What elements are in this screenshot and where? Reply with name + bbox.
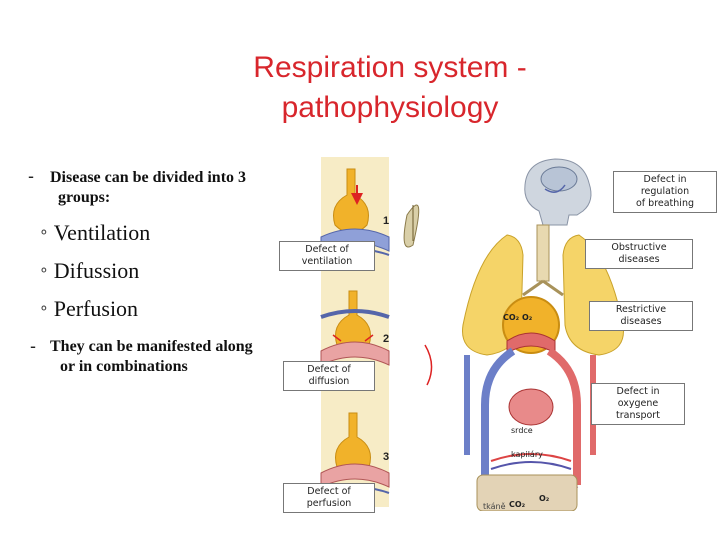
bullet-perfusion: ⚬ Perfusion: [38, 296, 138, 322]
intro-line-1: Disease can be divided into 3: [50, 169, 247, 186]
bullet-label: Perfusion: [53, 296, 139, 321]
bronchus-cartilage: [403, 204, 420, 248]
title-text: Respiration system - pathophysiology: [190, 48, 590, 128]
panel-number-1: 1: [383, 215, 390, 227]
respiration-diagram: CO₂ O₂ srdce kapiláry O₂ CO₂ tkáně: [277, 155, 693, 512]
label-ventilation: Defect of ventilation: [279, 241, 375, 271]
bullet-label: Ventilation: [53, 220, 151, 245]
heart-icon: [508, 388, 554, 426]
o2-label: O₂: [539, 494, 550, 503]
label-diffusion: Defect of diffusion: [283, 361, 375, 391]
outro-dash: -: [30, 336, 36, 356]
artery-right: [546, 347, 581, 485]
central-alveolus: CO₂ O₂: [502, 296, 560, 354]
co2-o2-label: CO₂ O₂: [503, 313, 533, 322]
bullet-label: Difussion: [53, 258, 140, 283]
head-illustration: [524, 158, 592, 226]
label-regulation: Defect in regulation of breathing: [613, 171, 717, 213]
bullet-icon: ⚬: [38, 263, 50, 279]
outro-line-1: They can be manifested along: [50, 338, 253, 355]
bullet-difussion: ⚬ Difussion: [38, 258, 139, 284]
panel-number-3: 3: [383, 451, 390, 463]
outro-text: They can be manifested along or in combi…: [50, 337, 253, 377]
label-oxygene-line-2: transport: [616, 410, 660, 421]
label-regulation-line-2: of breathing: [635, 198, 694, 209]
bullet-ventilation: ⚬ Ventilation: [38, 220, 150, 246]
outro-line-2: or in combinations: [60, 358, 188, 375]
vein-left: [481, 347, 516, 485]
panel-number-2: 2: [383, 333, 390, 345]
intro-dash: -: [28, 166, 34, 186]
co2-label: CO₂: [509, 500, 526, 509]
circulation-loop: srdce kapiláry: [464, 347, 596, 498]
brain-icon: [540, 166, 578, 192]
srdce-label: srdce: [511, 426, 533, 435]
label-regulation-line-1: Defect in regulation: [640, 174, 690, 197]
trachea: [536, 224, 550, 282]
label-oxygene: Defect in oxygene transport: [591, 383, 685, 425]
label-obstructive: Obstructive diseases: [585, 239, 693, 269]
tkane-label: tkáně: [483, 502, 506, 511]
respiration-figure: CO₂ O₂ srdce kapiláry O₂ CO₂ tkáně: [277, 155, 717, 513]
kapilary-label: kapiláry: [511, 450, 543, 459]
label-perfusion: Defect of perfusion: [283, 483, 375, 513]
intro-line-2: groups:: [58, 189, 111, 206]
title-line-1: Respiration system -: [253, 51, 527, 84]
label-restrictive: Restrictive diseases: [589, 301, 693, 331]
tissue-illustration: O₂ CO₂ tkáně: [476, 474, 578, 512]
label-oxygene-line-1: Defect in oxygene: [616, 386, 660, 409]
title-line-2: pathophysiology: [281, 91, 499, 124]
bullet-icon: ⚬: [38, 225, 50, 241]
intro-text: Disease can be divided into 3 groups:: [50, 168, 246, 208]
bullet-icon: ⚬: [38, 301, 50, 317]
